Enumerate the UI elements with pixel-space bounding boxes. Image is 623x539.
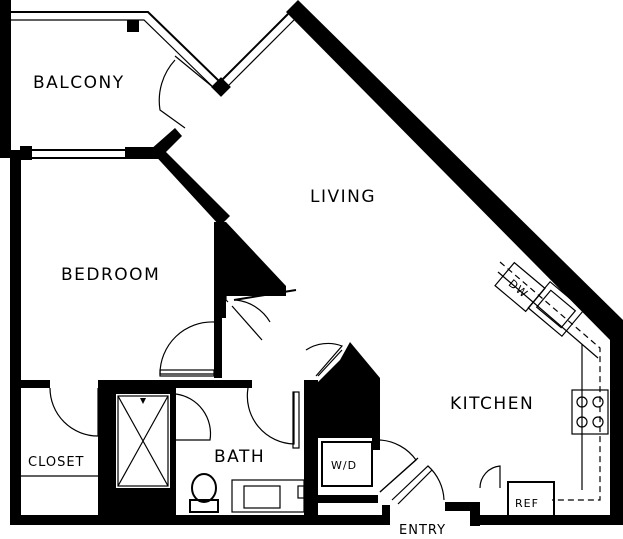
room-label-bedroom: BEDROOM — [61, 265, 160, 285]
wall-right — [610, 330, 623, 525]
doors — [49, 55, 501, 505]
room-label-bath: BATH — [214, 447, 265, 467]
wall-bath-entry — [304, 342, 380, 498]
wall-bottom — [10, 515, 390, 525]
vanity — [231, 479, 305, 513]
wall-diagonal — [286, 0, 623, 340]
room-label-balcony: BALCONY — [33, 73, 125, 93]
wall-bedroom-diagonal — [150, 128, 230, 226]
sink — [527, 280, 585, 338]
kitchen-counter — [499, 261, 601, 501]
refrigerator-box — [507, 481, 555, 525]
walls — [0, 0, 623, 526]
appliance-label-refrigerator: REF — [515, 497, 539, 510]
room-label-entry: ENTRY — [399, 523, 446, 538]
shower — [117, 395, 169, 487]
room-label-kitchen: KITCHEN — [450, 394, 534, 414]
range — [571, 389, 609, 435]
room-label-closet: CLOSET — [28, 455, 85, 470]
wall-left — [10, 150, 21, 520]
toilet — [191, 473, 217, 503]
room-label-living: LIVING — [310, 187, 376, 207]
fixtures — [20, 261, 609, 525]
appliance-label-washer-dryer: W/D — [331, 459, 357, 472]
labels: BALCONY LIVING BEDROOM KITCHEN CLOSET BA… — [28, 73, 539, 538]
wall-balcony-left — [0, 0, 11, 158]
wall-balcony-top — [11, 11, 221, 83]
balcony-post — [127, 20, 139, 32]
washer-dryer-box — [321, 441, 373, 487]
